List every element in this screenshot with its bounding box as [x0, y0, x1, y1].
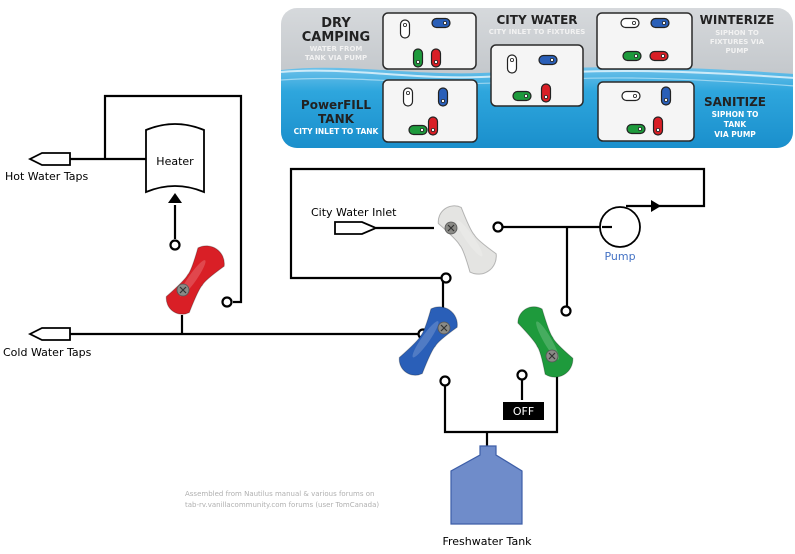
heater-label: Heater [156, 155, 194, 168]
mode-sanitize-label: SANITIZE SIPHON TO TANK VIA PUMP [704, 95, 766, 139]
green-valve-vertical-icon [412, 48, 424, 68]
svg-text:SIPHON TO: SIPHON TO [712, 110, 759, 119]
white-valve-horizontal-icon [621, 90, 641, 102]
cold-water-taps: Cold Water Taps [3, 327, 92, 359]
pump-label: Pump [604, 250, 635, 263]
red-valve-horizontal-icon [649, 50, 669, 62]
mode-valve-boxes [382, 12, 695, 143]
blue-valve-horizontal-icon [650, 17, 670, 29]
heater-arrow-icon [168, 193, 182, 203]
white-valve-vertical-icon [399, 19, 411, 39]
blue-valve-horizontal-icon [431, 17, 451, 29]
blue-valve-port-tank [439, 375, 451, 387]
svg-text:CAMPING: CAMPING [302, 30, 370, 45]
pipes [70, 94, 706, 452]
off-label: OFF [513, 405, 534, 418]
svg-text:VIA PUMP: VIA PUMP [714, 130, 756, 139]
svg-text:SIPHON TO: SIPHON TO [715, 29, 759, 37]
pump: Pump [599, 206, 641, 263]
blue-valve-horizontal-icon [538, 54, 558, 66]
credit-note: Assembled from Nautilus manual & various… [185, 490, 379, 509]
svg-text:FIXTURES VIA: FIXTURES VIA [710, 38, 765, 46]
svg-text:CITY INLET TO TANK: CITY INLET TO TANK [294, 127, 380, 136]
freshwater-tank-label: Freshwater Tank [442, 535, 532, 548]
cold-water-taps-label: Cold Water Taps [3, 346, 92, 359]
mode-city-water-label: CITY WATER CITY INLET TO FIXTURES [489, 13, 586, 36]
svg-text:TANK: TANK [724, 120, 748, 129]
mode-powerfill-tank-label: PowerFILL TANK CITY INLET TO TANK [294, 98, 380, 136]
red-valve-port-bypass [221, 296, 233, 308]
credit-line-2: tab-rv.vanillacommunity.com forums (user… [185, 501, 379, 509]
blue-valve-handle[interactable] [393, 301, 463, 382]
city-inlet-connector-icon [334, 221, 379, 235]
mode-box-powerfill-tank [382, 79, 478, 143]
mode-box-winterize [596, 12, 693, 70]
red-valve-handle[interactable] [160, 240, 230, 321]
mode-box-sanitize [597, 81, 695, 142]
hot-water-taps: Hot Water Taps [5, 152, 88, 183]
freshwater-tank-shape [450, 445, 523, 525]
white-valve-vertical-icon [402, 87, 414, 107]
green-valve-horizontal-icon [512, 90, 532, 102]
svg-text:PUMP: PUMP [726, 47, 749, 55]
pump-output-loop-pipe [289, 167, 706, 280]
red-valve-vertical-icon [427, 116, 439, 136]
svg-text:TANK VIA PUMP: TANK VIA PUMP [305, 54, 367, 62]
heater-tank-shape [145, 123, 205, 194]
blue-valve-vertical-icon [437, 87, 449, 107]
valve-handles [160, 199, 578, 383]
city-water-inlet: City Water Inlet [311, 206, 397, 235]
white-valve-handle[interactable] [432, 199, 502, 280]
mode-box-city-water [490, 44, 584, 107]
mode-box-dry-camping [382, 12, 477, 70]
blue-valve-port-loop [440, 272, 452, 284]
white-valve-vertical-icon [506, 54, 518, 74]
freshwater-tank: Freshwater Tank [442, 445, 532, 548]
hot-water-taps-label: Hot Water Taps [5, 170, 88, 183]
red-valve-vertical-icon [540, 83, 552, 103]
red-valve-port-heater [169, 239, 181, 251]
green-valve-handle[interactable] [512, 301, 578, 383]
svg-text:WINTERIZE: WINTERIZE [700, 13, 775, 27]
mode-dry-camping-label: DRY CAMPING WATER FROM TANK VIA PUMP [302, 16, 370, 62]
green-valve-port-supply [560, 305, 572, 317]
off-position-badge: OFF [503, 402, 544, 420]
mode-winterize-label: WINTERIZE SIPHON TO FIXTURES VIA PUMP [700, 13, 775, 55]
water-heater: Heater [145, 123, 205, 194]
green-valve-horizontal-icon [408, 124, 428, 136]
green-valve-horizontal-icon [626, 123, 646, 135]
svg-text:CITY WATER: CITY WATER [497, 13, 578, 27]
svg-text:DRY: DRY [321, 16, 351, 31]
pump-symbol-icon [599, 206, 641, 248]
tank-manifold-pipe [443, 372, 559, 434]
heater-bypass-pipe [103, 94, 243, 304]
hot-water-tap-connector-icon [27, 152, 71, 166]
city-water-inlet-label: City Water Inlet [311, 206, 397, 219]
green-valve-horizontal-icon [622, 50, 642, 62]
red-valve-vertical-icon [652, 116, 664, 136]
cold-water-tap-connector-icon [27, 327, 71, 341]
svg-text:CITY INLET TO FIXTURES: CITY INLET TO FIXTURES [489, 28, 586, 36]
credit-line-1: Assembled from Nautilus manual & various… [185, 490, 374, 498]
white-valve-port-outlet [492, 221, 504, 233]
green-valve-port-off [516, 369, 528, 381]
svg-text:WATER FROM: WATER FROM [310, 45, 363, 53]
svg-text:TANK: TANK [318, 112, 355, 126]
svg-text:SANITIZE: SANITIZE [704, 95, 766, 109]
white-valve-horizontal-icon [620, 17, 640, 29]
svg-text:PowerFILL: PowerFILL [301, 98, 371, 112]
blue-valve-vertical-icon [660, 86, 672, 106]
red-valve-vertical-icon [430, 48, 442, 68]
pump-output-arrow-icon [651, 200, 661, 212]
